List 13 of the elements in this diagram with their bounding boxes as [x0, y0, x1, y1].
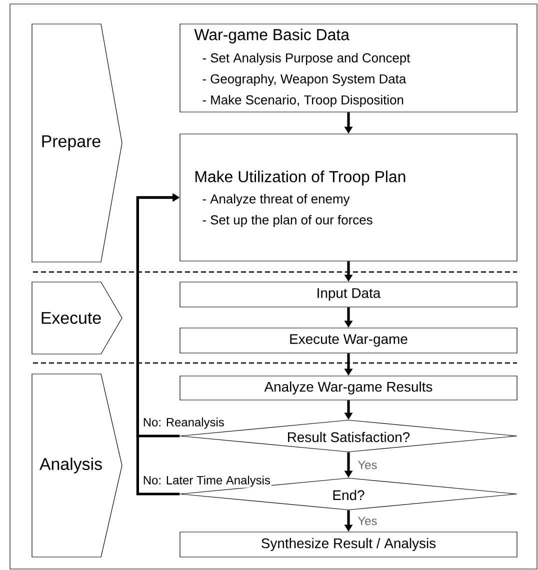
process-box: War-game Basic Data - Set Analysis Purpose and Concept - Geography, Weapon System Data - Make Scenario, Troop Disposition	[180, 24, 518, 112]
process-box: Analyze War-game Results	[180, 376, 518, 400]
phase-label-box: Prepare	[32, 24, 122, 262]
arrow	[136, 193, 180, 496]
edge-label: Yes	[356, 460, 378, 470]
edge-label: Yes	[356, 516, 378, 526]
phase-label-box: Analysis	[32, 374, 122, 558]
phase-label-box: Execute	[32, 282, 122, 354]
process-box: Input Data	[180, 282, 518, 308]
edge-label: No: Later Time Analysis	[142, 474, 272, 488]
process-box: Execute War-game	[180, 328, 518, 354]
process-box: Synthesize Result / Analysis	[180, 532, 518, 558]
process-box: Make Utilization of Troop Plan - Analyze threat of enemy - Set up the plan of our forces	[180, 134, 518, 262]
